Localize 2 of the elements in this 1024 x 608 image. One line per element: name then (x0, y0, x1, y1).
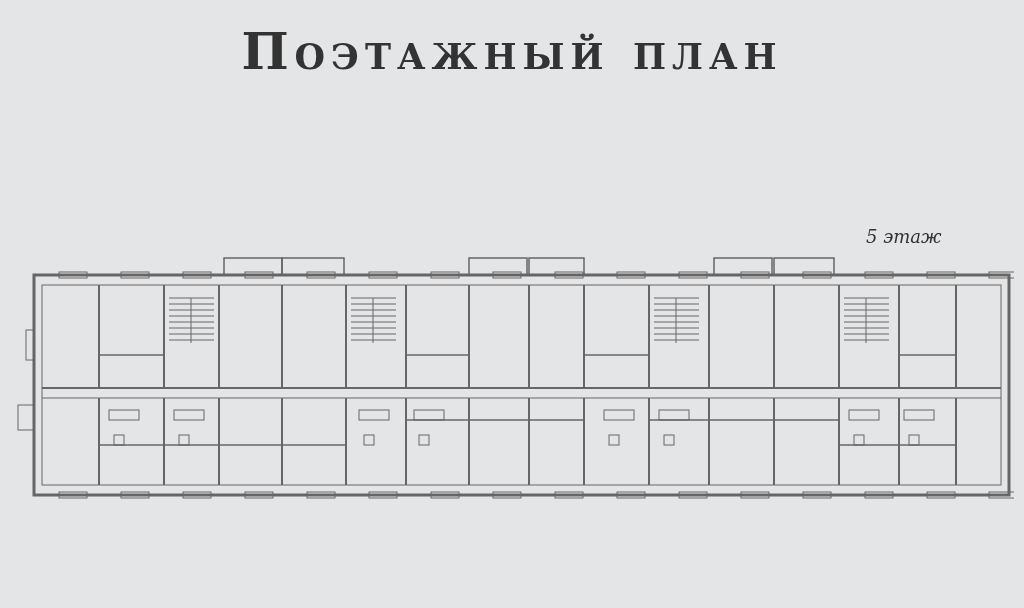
floor-label: 5 этаж (866, 226, 942, 247)
title: Поэтажный план (240, 22, 784, 81)
